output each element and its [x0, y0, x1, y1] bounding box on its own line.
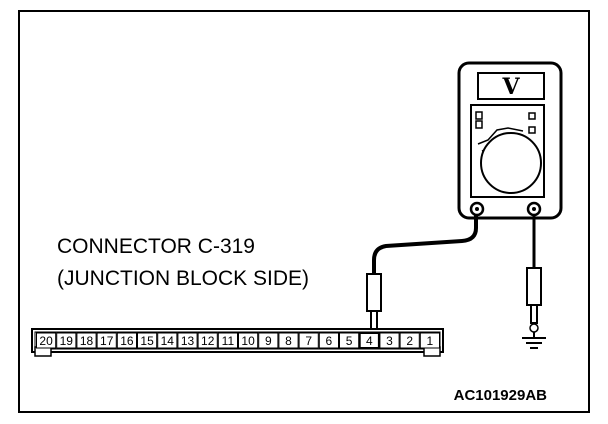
figure-id: AC101929AB: [454, 387, 548, 404]
connector-pin-9: 9: [258, 332, 279, 349]
voltmeter-terminal-negative: [475, 207, 479, 211]
connector-pin-cell: [238, 332, 259, 349]
connector-pin-label: 13: [181, 334, 195, 348]
connector-pin-label: 3: [386, 334, 393, 348]
connector-pin-label: 5: [346, 334, 353, 348]
connector-pin-4: 4: [358, 332, 380, 349]
range-switch-icon: [475, 111, 483, 120]
connector-pin-cell: [298, 332, 319, 349]
connector-pin-cell: [197, 332, 218, 349]
connector-pin-cell: [157, 332, 178, 349]
connector-pin-2: 2: [399, 332, 420, 349]
connector-pin-7: 7: [298, 332, 319, 349]
probe-handle: [366, 273, 382, 312]
connector-pin-cell: [358, 332, 380, 349]
connector-pin-label: 4: [366, 334, 373, 348]
connector-pin-cell: [137, 332, 158, 349]
connector-pin-3: 3: [379, 332, 400, 349]
connector-pin-label: 17: [100, 334, 114, 348]
connector-pin-17: 17: [96, 332, 117, 349]
connector-pin-label: 1: [427, 334, 434, 348]
dial-scale-icon: [477, 127, 524, 145]
connector-pin-label: 18: [80, 334, 94, 348]
probe-handle: [526, 267, 542, 306]
connector-pin-label: 6: [326, 334, 333, 348]
connector-pin-label: 8: [285, 334, 292, 348]
probe-clip-icon: [529, 323, 539, 333]
connector-pin-cell: [278, 332, 299, 349]
connector-pin-label: 9: [265, 334, 272, 348]
connector-pin-1: 1: [419, 332, 440, 349]
connector-pin-label: 12: [201, 334, 215, 348]
probe-tip: [530, 304, 538, 324]
connector-pin-cell: [419, 332, 440, 349]
connector-pin-label: 7: [305, 334, 312, 348]
connector-pin-19: 19: [56, 332, 77, 349]
connector-pin-5: 5: [339, 332, 360, 349]
connector-pin-cell: [76, 332, 97, 349]
connector-pin-label: 19: [60, 334, 74, 348]
connector-pin-label: 20: [39, 334, 53, 348]
connector-pin-cell: [258, 332, 279, 349]
test-lead-to-connector: [366, 214, 478, 332]
voltmeter-display-symbol: V: [501, 74, 520, 100]
connector-pin-8: 8: [278, 332, 299, 349]
connector-pin-cell: [56, 332, 77, 349]
connector-pin-cell: [318, 332, 339, 349]
connector-pin-20: 20: [36, 332, 57, 349]
connector-pin-label: 10: [241, 334, 255, 348]
connector-pin-cell: [116, 332, 138, 349]
connector-title: CONNECTOR C-319: [57, 235, 255, 258]
test-lead-wire: [372, 214, 478, 274]
connector-pin-cell: [177, 332, 198, 349]
connector-pin-label: 15: [140, 334, 154, 348]
connector-pin-14: 14: [157, 332, 178, 349]
connector-pin-cell: [96, 332, 117, 349]
connector-pin-label: 2: [406, 334, 413, 348]
voltmeter-display: [477, 72, 545, 100]
connector-pin-label: 11: [222, 334, 235, 348]
connector-pin-cell: [339, 332, 360, 349]
voltmeter: V: [457, 61, 563, 220]
connector-pin-label: 14: [161, 334, 175, 348]
connector-pin-13: 13: [177, 332, 198, 349]
connector-pin-cell: [217, 332, 239, 349]
range-switch-icon: [528, 112, 536, 120]
connector-pin-12: 12: [197, 332, 218, 349]
connector-pin-11: 11: [217, 332, 239, 349]
voltmeter-terminal-positive: [532, 207, 536, 211]
connector-subtitle: (JUNCTION BLOCK SIDE): [57, 267, 309, 290]
connector-pin-18: 18: [76, 332, 97, 349]
connector-pin-cell: [379, 332, 400, 349]
connector-pin-label: 16: [120, 334, 134, 348]
connector-pin-10: 10: [238, 332, 259, 349]
test-lead-to-ground: [522, 214, 546, 349]
connector-pin-6: 6: [318, 332, 339, 349]
connector-pin-15: 15: [137, 332, 158, 349]
connector-pin-cell: [36, 332, 57, 349]
rotary-knob-icon: [480, 132, 542, 194]
connector-pin-16: 16: [116, 332, 138, 349]
connector-housing-inner: [34, 331, 441, 350]
ground-icon: [522, 337, 546, 349]
range-switch-icon: [528, 126, 536, 134]
connector-pin-cell: [399, 332, 420, 349]
range-switch-icon: [475, 120, 483, 129]
